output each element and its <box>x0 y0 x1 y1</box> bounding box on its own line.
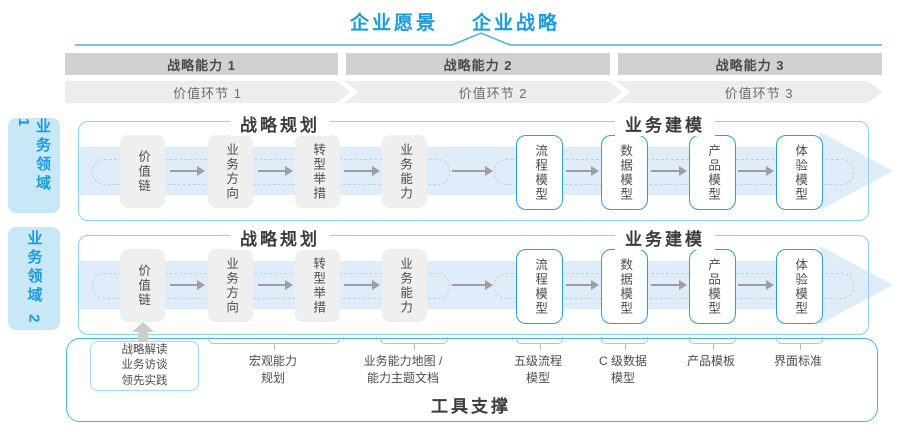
title-vision: 企业愿景 <box>349 13 438 34</box>
node-label: 转型举措 <box>311 142 326 201</box>
callout-capability-map-docs: 业务能力地图 / 能力主题文档 <box>363 354 443 385</box>
domain-tab-2: 业务领域 2 <box>8 227 60 330</box>
tool-support-container <box>66 338 878 422</box>
flow-arrow-icon <box>452 166 493 176</box>
row-panel <box>78 121 869 221</box>
row-panel <box>78 235 869 335</box>
node-label: 产品模型 <box>706 257 721 316</box>
callout-macro-capability-planning: 宏观能力 规划 <box>248 354 298 385</box>
capability-label: 战略能力 3 <box>715 57 785 73</box>
node-label: 业务能力 <box>398 142 413 201</box>
flow-row-domain-2: 战略规划 业务建模 价值链 业务方向 转型举措 业务能力 流程模型 数据模型 产… <box>0 225 910 335</box>
title-strategy: 企业战略 <box>472 13 561 34</box>
up-arrow-icon <box>132 322 154 342</box>
node-business-capability: 业务能力 <box>382 249 427 322</box>
node-label: 业务方向 <box>224 256 239 315</box>
node-value-chain: 价值链 <box>120 135 165 208</box>
flow-arrow-icon <box>258 280 293 290</box>
brace-icon <box>601 337 648 350</box>
node-data-model: 数据模型 <box>601 135 648 210</box>
dashed-track <box>92 273 450 299</box>
capability-bar-1: 战略能力 1 <box>65 53 338 75</box>
flow-arrow-icon <box>258 166 293 176</box>
node-product-model: 产品模型 <box>689 135 736 210</box>
domain-tab-1: 业务领域 1 <box>8 118 60 213</box>
capability-label: 战略能力 2 <box>443 57 513 73</box>
domain-tab-label: 业务领域 1 <box>15 118 51 194</box>
strategy-inputs-note: 战略解读 业务访谈 领先实践 <box>90 341 199 391</box>
node-value-chain: 价值链 <box>120 249 165 322</box>
node-label: 产品模型 <box>706 143 721 202</box>
flow-arrow-icon <box>651 166 687 176</box>
node-label: 流程模型 <box>533 257 548 316</box>
dashed-track <box>494 159 854 185</box>
dashed-track <box>92 159 450 185</box>
flow-arrow-icon <box>651 280 687 290</box>
node-transformation-initiatives: 转型举措 <box>295 135 340 208</box>
node-label: 价值链 <box>136 149 151 194</box>
value-link-label: 价值环节 2 <box>458 85 528 101</box>
node-label: 数据模型 <box>618 257 633 316</box>
node-business-direction: 业务方向 <box>208 135 253 208</box>
callout-product-template: 产品模板 <box>686 354 736 368</box>
node-label: 数据模型 <box>618 143 633 202</box>
flow-arrow-icon <box>170 166 205 176</box>
planning-header: 战略规划 <box>230 111 330 136</box>
node-experience-model: 体验模型 <box>776 249 823 324</box>
callout-ui-standard: 界面标准 <box>773 354 823 368</box>
node-label: 业务方向 <box>224 142 239 201</box>
callout-level5-process-model: 五级流程 模型 <box>513 354 563 385</box>
brace-icon <box>380 337 448 350</box>
value-link-chevron-1: 价值环节 1 <box>65 81 350 103</box>
flow-arrow-icon <box>566 166 599 176</box>
brace-icon <box>689 337 736 350</box>
flow-arrow-icon <box>452 280 493 290</box>
node-label: 体验模型 <box>793 257 808 316</box>
node-business-direction: 业务方向 <box>208 249 253 322</box>
flow-arrow-icon <box>738 280 774 290</box>
node-transformation-initiatives: 转型举措 <box>295 249 340 322</box>
dashed-track <box>494 273 854 299</box>
peak-divider-line <box>75 32 882 46</box>
callout-c-level-data-model: C 级数据 模型 <box>598 354 648 385</box>
node-label: 体验模型 <box>793 143 808 202</box>
flow-arrow-icon <box>344 166 380 176</box>
brace-icon <box>208 337 340 350</box>
brace-icon <box>516 337 563 350</box>
flow-arrow-icon <box>738 166 774 176</box>
flow-row-domain-1: 战略规划 业务建模 价值链 业务方向 转型举措 业务能力 流程模型 数据模型 产… <box>0 111 910 221</box>
value-link-chevron-2: 价值环节 2 <box>344 81 622 103</box>
modeling-header: 业务建模 <box>615 111 715 136</box>
capability-label: 战略能力 1 <box>167 57 236 73</box>
capability-bar-2: 战略能力 2 <box>346 53 610 75</box>
planning-header: 战略规划 <box>230 225 330 250</box>
node-label: 价值链 <box>136 263 151 308</box>
domain-tab-label: 业务领域 2 <box>25 230 43 327</box>
brace-icon <box>776 337 823 350</box>
value-link-chevron-3: 价值环节 3 <box>616 81 882 103</box>
flow-arrow-icon <box>170 280 205 290</box>
capability-bar-3: 战略能力 3 <box>618 53 882 75</box>
value-link-label: 价值环节 3 <box>724 85 794 101</box>
flow-arrow-icon <box>344 280 380 290</box>
node-process-model: 流程模型 <box>516 135 563 210</box>
value-link-label: 价值环节 1 <box>173 85 242 101</box>
node-data-model: 数据模型 <box>601 249 648 324</box>
modeling-header: 业务建模 <box>615 225 715 250</box>
node-business-capability: 业务能力 <box>382 135 427 208</box>
page-title: 企业愿景 企业战略 <box>0 8 910 35</box>
node-label: 业务能力 <box>398 256 413 315</box>
node-process-model: 流程模型 <box>516 249 563 324</box>
node-product-model: 产品模型 <box>689 249 736 324</box>
node-label: 流程模型 <box>533 143 548 202</box>
node-label: 转型举措 <box>311 256 326 315</box>
flow-arrow-icon <box>566 280 599 290</box>
tool-support-title: 工具支撑 <box>431 397 511 416</box>
node-experience-model: 体验模型 <box>776 135 823 210</box>
